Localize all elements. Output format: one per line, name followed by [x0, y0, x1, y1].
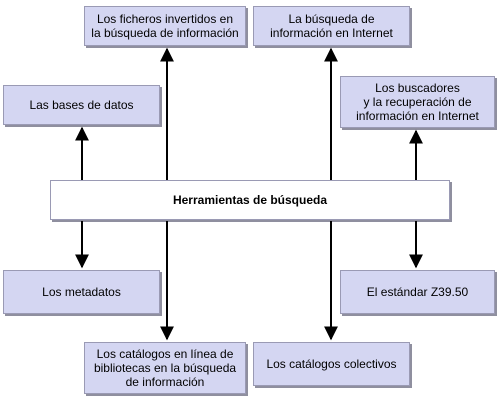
node-catalogos-en-linea: Los catálogos en línea de bibliotecas en…	[84, 342, 246, 394]
node-bases-datos: Las bases de datos	[3, 85, 160, 125]
node-herramientas-busqueda: Herramientas de búsqueda	[50, 180, 450, 220]
node-metadatos: Los metadatos	[3, 270, 160, 314]
node-z3950: El estándar Z39.50	[340, 270, 495, 314]
node-buscadores: Los buscadores y la recuperación de info…	[340, 76, 495, 128]
node-catalogos-colectivos: Los catálogos colectivos	[253, 342, 410, 386]
node-ficheros-invertidos: Los ficheros invertidos en la búsqueda d…	[84, 6, 246, 46]
node-busqueda-internet: La búsqueda de información en Internet	[253, 6, 410, 46]
